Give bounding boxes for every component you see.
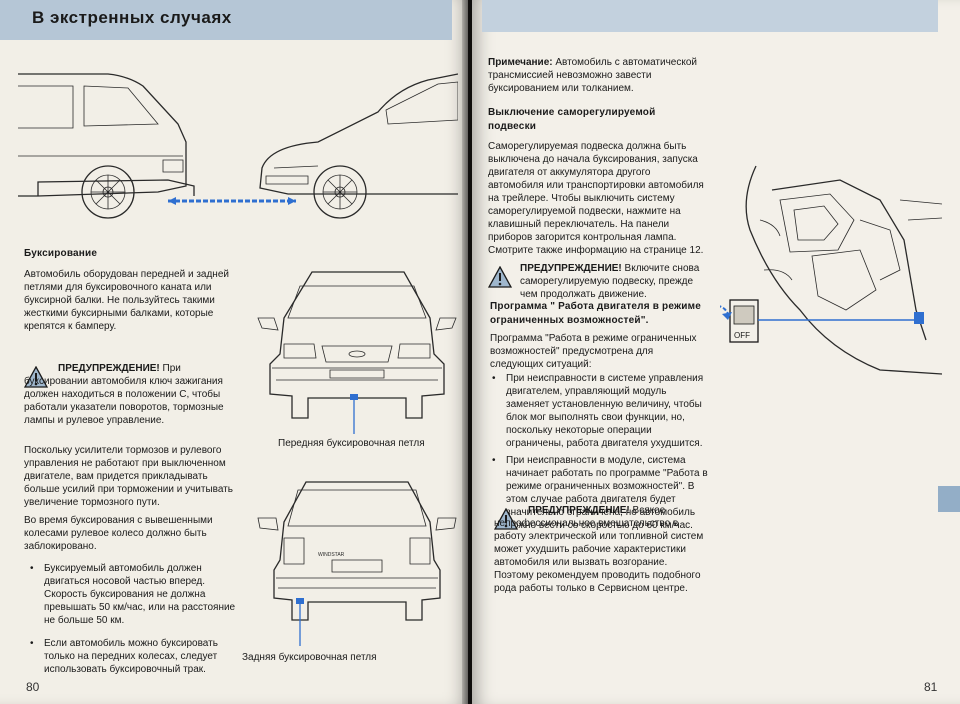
suspension-switch-illustration: OFF (720, 165, 942, 375)
right-bullet-list: • При неисправности в системе управления… (492, 372, 712, 532)
para-wheels: Во время буксирования с вывешенными коле… (24, 515, 213, 552)
page-number-right: 81 (924, 680, 938, 694)
para-brakes: Поскольку усилители тормозов и рулевого … (24, 445, 233, 508)
bullet-marker: • (30, 563, 34, 574)
suspension-text: Саморегулируемая подвеска должна быть вы… (488, 141, 704, 256)
towing-intro: Автомобиль оборудован передней и задней … (24, 269, 229, 332)
bullet-marker: • (492, 373, 496, 384)
warning-label: ПРЕДУПРЕЖДЕНИЕ! (520, 263, 622, 274)
list-item-text: Если автомобиль можно буксировать только… (44, 638, 218, 675)
program-intro: Программа "Работа в режиме ограниченных … (490, 333, 697, 370)
chapter-side-tab (938, 486, 960, 512)
front-tow-eye-illustration (257, 271, 457, 434)
list-item-text: При неисправности в системе управления д… (506, 373, 704, 449)
right-warning-2: ПРЕДУПРЕЖДЕНИЕ! Всякое непрофессионально… (494, 504, 708, 595)
warning-triangle-icon (24, 366, 48, 388)
warning-label: ПРЕДУПРЕЖДЕНИЕ! (58, 363, 160, 374)
program-heading: Программа " Работа двигателя в режиме ог… (490, 301, 701, 326)
switch-label: OFF (734, 331, 750, 340)
rear-tow-eye-illustration: WINDSTAR (257, 481, 457, 646)
list-item-text: При неисправности в модуле, система начи… (506, 455, 708, 531)
page-left: В экстренных случаях (0, 0, 468, 704)
chapter-header-band-right (482, 0, 938, 32)
towing-illustration (18, 73, 458, 219)
suspension-heading: Выключение саморегулируемой подвески (488, 107, 656, 132)
left-bullet-list: • Буксируемый автомобиль должен двигатьс… (30, 562, 242, 676)
list-item-text: Буксируемый автомобиль должен двигаться … (44, 563, 236, 626)
page-right: Примечание: Автомобиль с автоматической … (472, 0, 960, 704)
warning-text: Всякое непрофессиональное вмешательство … (494, 505, 704, 594)
list-item: • Буксируемый автомобиль должен двигатьс… (30, 562, 242, 627)
list-item: • При неисправности в системе управления… (492, 372, 712, 450)
bullet-marker: • (30, 638, 34, 649)
caption-rear: Задняя буксировочная петля (242, 652, 377, 663)
warning-label: ПРЕДУПРЕЖДЕНИЕ! (528, 505, 630, 516)
towing-heading: Буксирование (24, 248, 98, 259)
warning-triangle-icon (494, 508, 518, 530)
bullet-marker: • (492, 455, 496, 466)
caption-front: Передняя буксировочная петля (278, 438, 425, 449)
list-item: • При неисправности в модуле, система на… (492, 454, 712, 532)
chapter-title: В экстренных случаях (32, 8, 232, 27)
list-item: • Если автомобиль можно буксировать толь… (30, 637, 242, 676)
note: Примечание: Автомобиль с автоматической … (488, 56, 700, 95)
page-number-left: 80 (26, 680, 40, 694)
warning-text: При буксировании автомобиля ключ зажиган… (24, 363, 224, 426)
warning-text: Включите снова саморегулируемую подвеску… (520, 263, 700, 300)
right-warning-1: ПРЕДУПРЕЖДЕНИЕ! Включите снова саморегул… (520, 262, 704, 301)
chapter-header-band (0, 0, 452, 40)
left-warning: ПРЕДУПРЕЖДЕНИЕ! При буксировании автомоб… (24, 362, 236, 427)
warning-triangle-icon (488, 266, 512, 288)
note-text: Автомобиль с автоматической трансмиссией… (488, 57, 698, 94)
note-label: Примечание: (488, 57, 553, 68)
rear-badge: WINDSTAR (318, 552, 345, 558)
